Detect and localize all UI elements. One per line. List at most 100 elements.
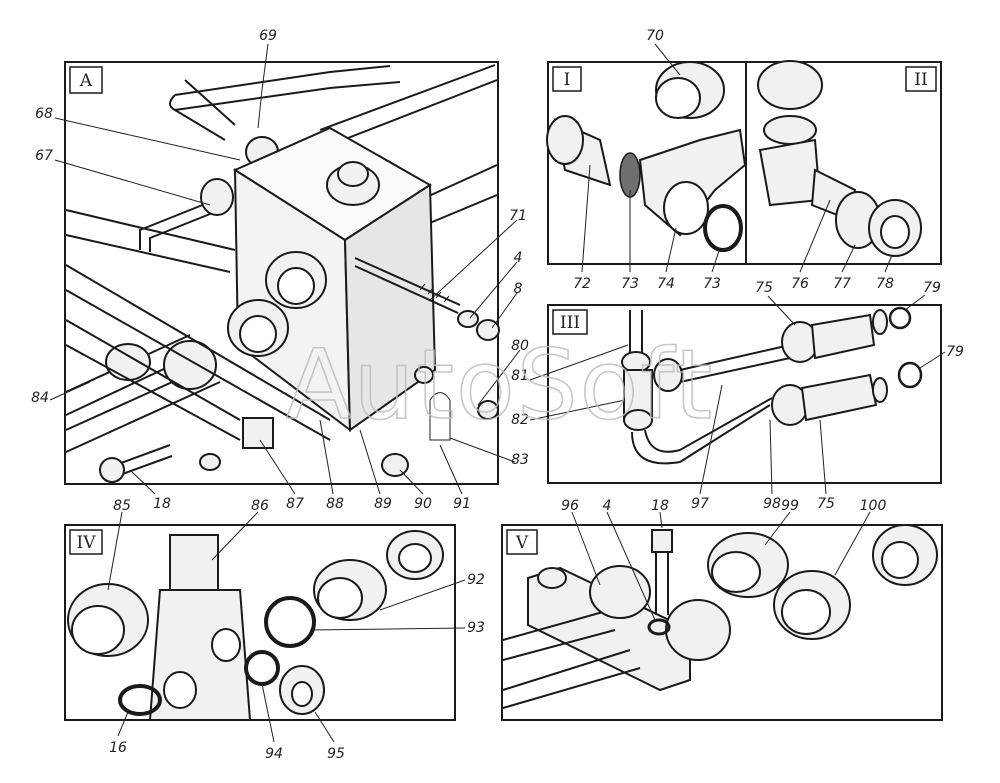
union-72-end (546, 115, 584, 165)
bolt-18-head (99, 457, 125, 483)
leader-4a (469, 261, 518, 319)
label-73b: 73 (703, 276, 721, 292)
leader-72 (581, 164, 591, 273)
hose-75-upper-body (810, 313, 876, 360)
leader-96 (571, 511, 601, 586)
label-67: 67 (35, 148, 53, 164)
pipe-69-loop (169, 79, 236, 141)
panel-a-letter: A (79, 71, 93, 91)
fitting-ii-top (757, 60, 823, 110)
panel-a-leaders (49, 43, 521, 495)
leader-87 (259, 439, 296, 495)
pipe-top-right (319, 64, 498, 146)
leader-98 (769, 419, 773, 495)
panel-i-tag (552, 66, 582, 92)
label-73a: 73 (621, 276, 639, 292)
label-83: 83 (511, 452, 529, 468)
label-76: 76 (791, 276, 809, 292)
panel-iii-leaders (529, 294, 946, 495)
tee-76 (758, 138, 822, 207)
panel-iii-letter: III (560, 313, 580, 333)
block-port-upper-bore (277, 267, 315, 305)
stud-71 (354, 257, 461, 314)
callout-labels: 69 68 67 71 4 8 80 81 82 83 84 18 87 88 … (31, 28, 964, 762)
panel-v-tag (506, 529, 538, 555)
label-79a: 79 (923, 280, 941, 296)
pipe-84-nut-2 (105, 343, 151, 381)
block-side (343, 183, 437, 432)
label-77: 77 (833, 276, 851, 292)
pipe-v-2 (502, 649, 641, 709)
pipe-long-2 (65, 264, 331, 441)
stud-71-thread (419, 283, 450, 303)
bolt-18-head-v (651, 529, 673, 553)
pipe-right-1 (419, 164, 498, 226)
panel-i-ii: I II (546, 60, 942, 265)
leader-92 (379, 579, 466, 611)
pipe-69-top (174, 65, 401, 111)
fitting-ii-nut (763, 115, 817, 145)
panel-iii: III (547, 304, 942, 484)
label-88: 88 (326, 496, 344, 512)
clamp-91 (429, 392, 451, 441)
pipe-97 (679, 344, 791, 383)
label-100: 100 (860, 498, 887, 514)
label-85: 85 (113, 498, 131, 514)
leader-8 (491, 292, 518, 329)
elbow-74-bore (663, 181, 709, 235)
label-78: 78 (876, 276, 894, 292)
tee-nut-bottom (623, 409, 653, 431)
label-80: 80 (511, 338, 529, 354)
label-86: 86 (251, 498, 269, 514)
leader-75a (767, 295, 796, 326)
panel-a: A (64, 61, 500, 485)
fitting-99-bore (711, 551, 761, 593)
leader-85 (107, 511, 123, 591)
leader-76 (799, 199, 831, 273)
panel-i-letter: I (564, 70, 571, 90)
label-4a: 4 (514, 250, 523, 266)
washer-small (199, 453, 221, 471)
fitting-85-bore (71, 605, 125, 655)
fitting-67-nut (200, 178, 234, 216)
label-8: 8 (514, 281, 523, 297)
panel-v: V (501, 524, 943, 721)
leader-91 (439, 444, 463, 495)
ring-16 (118, 684, 162, 716)
leader-88 (319, 419, 334, 495)
fitting-78-bore (880, 215, 910, 249)
leader-78 (884, 254, 893, 273)
valve-port-front (163, 671, 197, 709)
label-81: 81 (511, 368, 529, 384)
tee-branch-nut (653, 358, 683, 392)
label-70: 70 (646, 28, 664, 44)
watermark: AutoSoft (286, 329, 714, 441)
leader-68 (54, 117, 241, 161)
leader-79b (919, 351, 946, 369)
label-96: 96 (561, 498, 579, 514)
bracket-96 (527, 566, 691, 692)
leader-97 (699, 384, 723, 495)
label-91: 91 (453, 496, 471, 512)
block-port-lower-bore (239, 315, 277, 353)
label-74: 74 (657, 276, 675, 292)
leader-70 (654, 43, 681, 76)
fitting-70-bore (655, 77, 701, 119)
leader-16 (117, 711, 129, 737)
hose-75-upper-thread (872, 309, 888, 335)
ring-93 (264, 596, 316, 648)
nut-v-left (589, 565, 651, 619)
panel-iv-tag (69, 529, 103, 555)
label-87: 87 (286, 496, 304, 512)
label-18a: 18 (153, 496, 171, 512)
pipe-81 (629, 310, 643, 360)
leader-75b (819, 419, 827, 495)
nut-92-top-bore (398, 543, 432, 573)
fitting-100-bore (781, 589, 831, 635)
panel-iv: IV (64, 524, 456, 721)
label-4b: 4 (603, 498, 612, 514)
label-68: 68 (35, 106, 53, 122)
leader-67 (54, 159, 211, 206)
leader-86 (211, 511, 259, 561)
panel-a-tag (69, 66, 103, 94)
